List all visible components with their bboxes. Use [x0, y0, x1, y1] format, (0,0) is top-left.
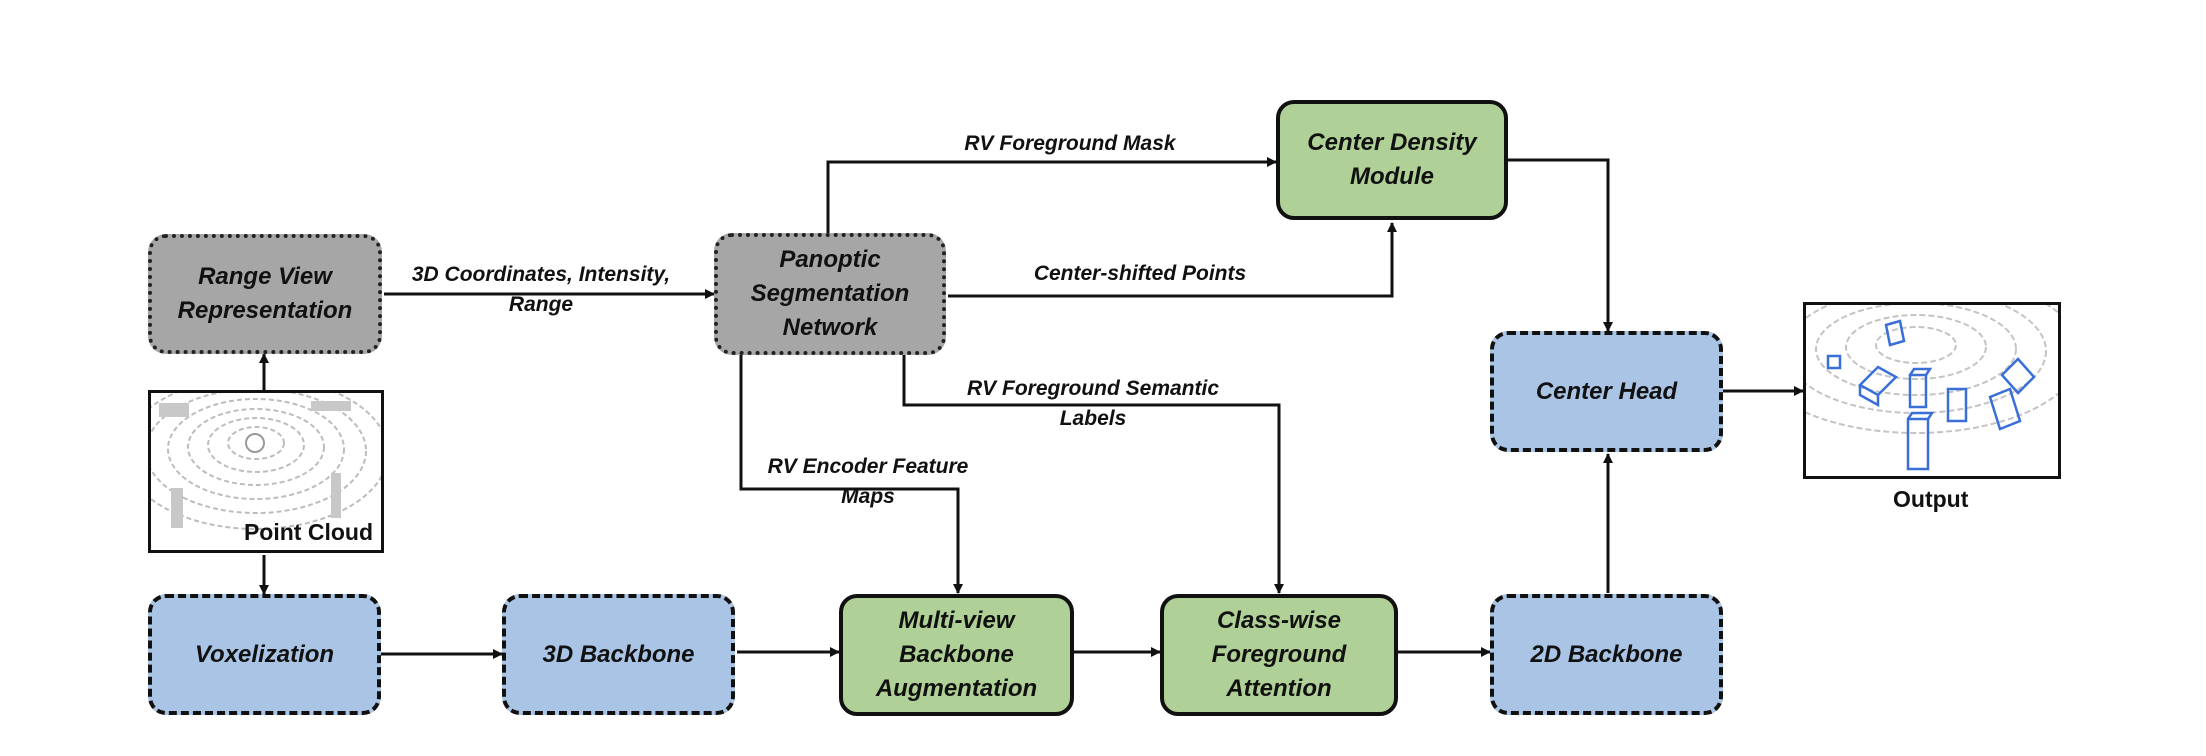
- voxelization-node: Voxelization: [148, 594, 381, 715]
- arrow-centerdensity-to-centerhead: [1508, 158, 1613, 332]
- detected-boxes: [1826, 319, 2036, 471]
- edge-label-fg-semantic: RV Foreground Semantic Labels: [966, 377, 1220, 430]
- arrow-panoptic-to-centerdensity-mask: [826, 157, 1277, 233]
- arrow-panoptic-to-classwise: [902, 355, 1284, 594]
- backbone-2d-node: 2D Backbone: [1490, 594, 1723, 715]
- center-density-node: Center Density Module: [1276, 100, 1508, 220]
- point-cloud-image: [151, 393, 381, 530]
- point-cloud-panel: Point Cloud: [148, 390, 384, 553]
- edge-label-center-shifted: Center-shifted Points: [1033, 262, 1247, 285]
- output-image: [1806, 305, 2058, 471]
- classwise-node: Class-wise Foreground Attention: [1160, 594, 1398, 716]
- edge-label-fg-mask: RV Foreground Mask: [964, 132, 1176, 155]
- center-head-node: Center Head: [1490, 331, 1723, 452]
- range-view-node: Range View Representation: [148, 234, 382, 354]
- point-cloud-label: Point Cloud: [243, 519, 373, 545]
- edge-label-coords: 3D Coordinates, Intensity, Range: [411, 263, 671, 316]
- panoptic-node: Panoptic Segmentation Network: [714, 233, 946, 355]
- output-panel: [1803, 302, 2061, 479]
- output-label: Output: [1893, 486, 1969, 512]
- arrow-panoptic-to-centerdensity-points: [948, 222, 1397, 298]
- multiview-node: Multi-view Backbone Augmentation: [839, 594, 1074, 716]
- edge-label-encoder-maps: RV Encoder Feature Maps: [767, 455, 969, 508]
- backbone-3d-node: 3D Backbone: [502, 594, 735, 715]
- arrow-panoptic-to-multiview: [739, 355, 963, 594]
